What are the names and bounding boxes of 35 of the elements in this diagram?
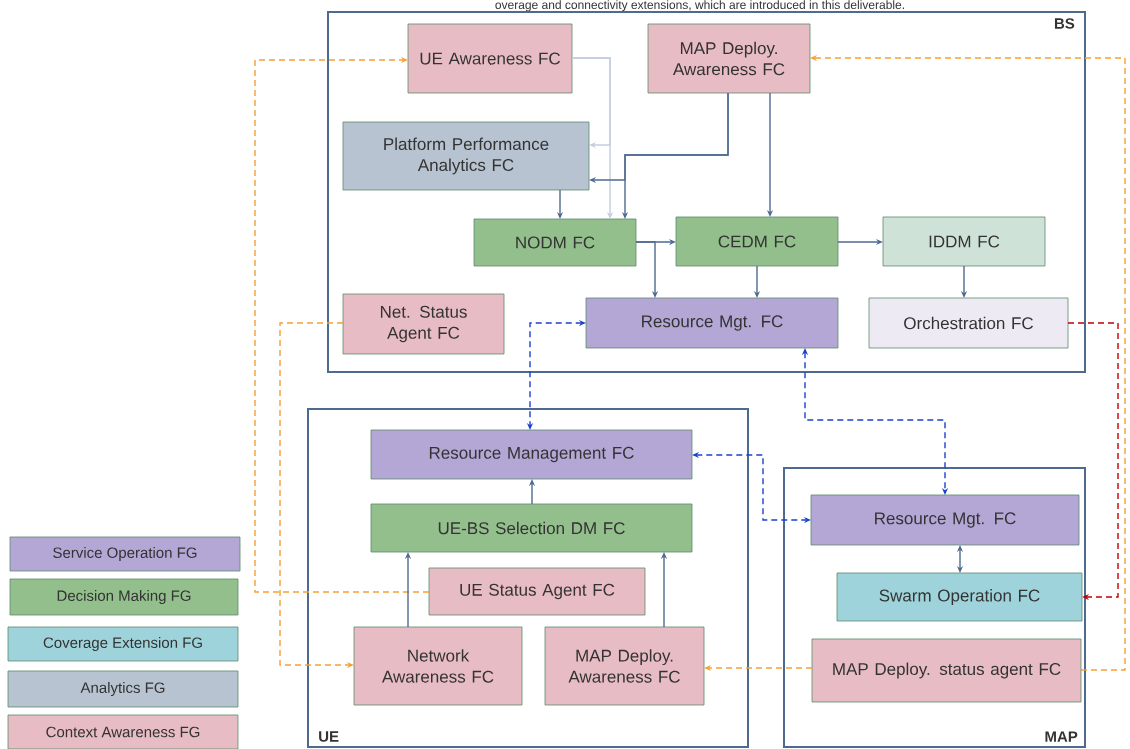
arrow (571, 57, 614, 219)
arrow (635, 241, 659, 298)
group-frame (783, 467, 1086, 748)
function-box: UE-BS Selection DM FC (370, 503, 693, 553)
group-frame (307, 408, 749, 748)
function-box: IDDM FC (882, 216, 1046, 267)
function-box: Net. Status Agent FC (342, 293, 505, 355)
function-box: MAP Deploy. Awareness FC (647, 23, 811, 94)
legend-item: Coverage Extension FG (7, 626, 239, 662)
function-box: MAP Deploy. status agent FC (811, 638, 1082, 703)
function-box: Network Awareness FC (353, 626, 523, 706)
arrow (801, 348, 949, 495)
function-box: Resource Mgt. FC (810, 494, 1080, 546)
function-box: Platform Performance Analytics FC (342, 121, 590, 191)
group-label: MAP (1045, 731, 1078, 742)
legend-item: Decision Making FG (9, 578, 239, 616)
function-box: MAP Deploy. Awareness FC (544, 626, 705, 706)
arrow (956, 545, 964, 573)
function-box: Resource Management FC (370, 429, 693, 480)
legend-item: Analytics FG (7, 670, 239, 708)
arrow (1067, 322, 1119, 601)
group-frame (327, 11, 1086, 373)
sentence-text: overage and connectivity extensions, which are introduced in this deliverable. (495, 0, 904, 12)
function-box: UE Awareness FC (407, 23, 573, 94)
function-box: Orchestration FC (868, 297, 1069, 349)
arrow (254, 56, 430, 593)
group-label: UE (319, 731, 339, 742)
function-box: UE Status Agent FC (428, 567, 646, 616)
function-box: NODM FC (473, 218, 637, 267)
function-box: Resource Mgt. FC (585, 297, 839, 349)
function-box: Swarm Operation FC (836, 572, 1083, 622)
function-box: CEDM FC (675, 216, 839, 267)
group-label: BS (1054, 18, 1075, 29)
legend-item: Context Awareness FG (7, 714, 239, 749)
legend-item: Service Operation FG (9, 536, 241, 572)
